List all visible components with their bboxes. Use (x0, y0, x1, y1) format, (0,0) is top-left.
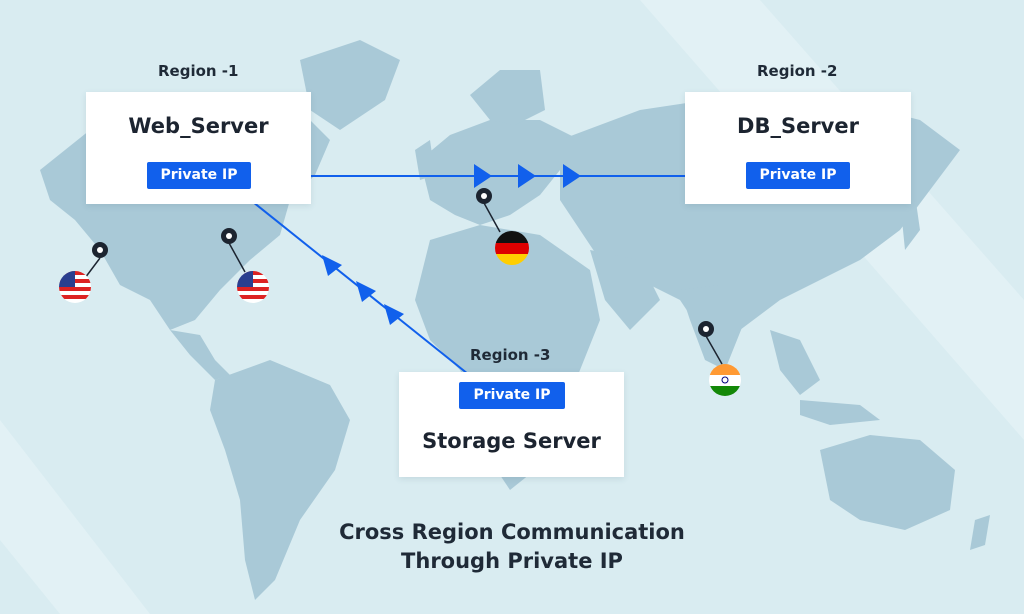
connector-arrows (322, 164, 581, 325)
germany-flag-icon (495, 231, 529, 265)
web-server-private-ip-badge: Private IP (147, 162, 251, 189)
caption-line-2: Through Private IP (401, 549, 623, 573)
storage-server-private-ip-badge: Private IP (459, 382, 565, 409)
db-server-private-ip-badge: Private IP (746, 162, 850, 189)
region-1-label: Region -1 (158, 62, 239, 80)
usa-flag-icon (59, 271, 91, 303)
region-2-label: Region -2 (757, 62, 838, 80)
web-server-card: Web_Server Private IP (86, 92, 311, 204)
db-server-card: DB_Server Private IP (685, 92, 911, 204)
usa-flag-icon (237, 271, 269, 303)
location-marker-india (698, 321, 741, 396)
storage-server-card: Private IP Storage Server (399, 372, 624, 477)
db-server-title: DB_Server (737, 114, 859, 138)
location-marker-usa-west (59, 242, 108, 303)
india-flag-icon (709, 364, 741, 396)
location-marker-germany (476, 188, 529, 265)
caption-line-1: Cross Region Communication (339, 520, 685, 544)
location-marker-usa-east (221, 228, 269, 303)
region-3-label: Region -3 (470, 346, 551, 364)
web-server-title: Web_Server (128, 114, 269, 138)
storage-server-title: Storage Server (422, 429, 601, 453)
